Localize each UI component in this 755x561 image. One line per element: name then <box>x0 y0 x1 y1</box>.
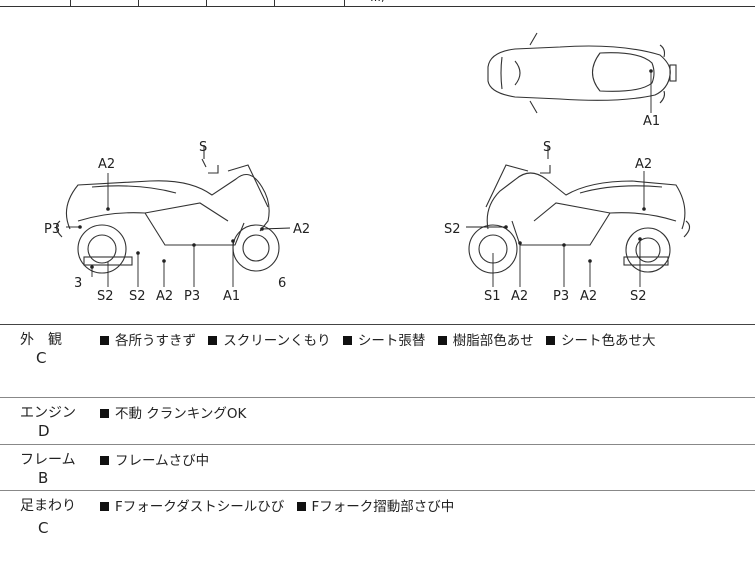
label-left-s2-b: S2 <box>129 289 146 304</box>
bullet-square-icon <box>100 456 109 465</box>
item-entry: フレームさび中 <box>100 453 209 469</box>
bullet-square-icon <box>342 336 352 345</box>
row-category: 外 観 <box>20 332 62 348</box>
row-category: フレーム <box>20 452 76 468</box>
label-left-6: 6 <box>278 276 286 291</box>
label-right-s2-bottom: S2 <box>630 289 647 304</box>
label-top-a1: A1 <box>643 114 660 129</box>
row-grade: C <box>38 519 49 537</box>
strip-divider <box>206 0 207 6</box>
row-category: 足まわり <box>20 498 76 514</box>
row-suspension: 足まわり C Fフォークダストシールひび Fフォーク摺動部さび中 <box>0 491 755 560</box>
label-right-s: S <box>543 140 551 155</box>
row-items: フレームさび中 <box>100 449 217 469</box>
label-left-p3: P3 <box>44 222 60 237</box>
bullet-square-icon <box>208 336 218 345</box>
item-entry: 各所うすきず <box>100 333 196 349</box>
label-right-a2-top: A2 <box>635 157 652 172</box>
bullet-square-icon <box>100 336 109 345</box>
top-fragment: …, <box>370 0 385 4</box>
row-engine: エンジン D 不動 クランキングOK <box>0 398 755 445</box>
label-right-s2-side: S2 <box>444 222 461 237</box>
item-entry: Fフォーク摺動部さび中 <box>296 499 454 515</box>
label-left-p3-bottom: P3 <box>184 289 200 304</box>
scooter-top-view <box>487 32 677 114</box>
label-left-s: S <box>199 140 207 155</box>
item-entry: シート色あせ大 <box>546 333 656 349</box>
strip-divider <box>274 0 275 6</box>
bullet-square-icon <box>437 336 447 345</box>
row-exterior: 外 観 C 各所うすきず スクリーンくもり シート張替 樹脂部色あせ シート色あ… <box>0 325 755 398</box>
label-right-a2-b: A2 <box>580 289 597 304</box>
row-items: Fフォークダストシールひび Fフォーク摺動部さび中 <box>100 495 462 515</box>
bullet-square-icon <box>546 336 556 345</box>
label-left-a2-side: A2 <box>293 222 310 237</box>
label-right-s1: S1 <box>484 289 501 304</box>
leader-lines <box>66 71 652 287</box>
row-items: 不動 クランキングOK <box>100 402 254 422</box>
scooter-diagram-svg: A1 S A2 P3 A2 3 S2 S2 A2 P3 A1 6 S A2 S2… <box>44 32 691 304</box>
scooter-right-view <box>468 145 691 274</box>
bullet-square-icon <box>100 409 109 418</box>
damage-dots <box>78 69 653 269</box>
item-entry: Fフォークダストシールひび <box>100 499 284 515</box>
label-left-a1: A1 <box>223 289 240 304</box>
bullet-square-icon <box>296 502 306 511</box>
strip-divider <box>138 0 139 6</box>
row-grade: B <box>38 469 49 487</box>
scooter-left-view <box>55 145 280 274</box>
item-entry: シート張替 <box>342 333 425 349</box>
label-right-p3: P3 <box>553 289 569 304</box>
label-left-s2-a: S2 <box>97 289 114 304</box>
damage-diagram: A1 S A2 P3 A2 3 S2 S2 A2 P3 A1 6 S A2 S2… <box>0 7 755 325</box>
label-left-a2-top: A2 <box>98 157 115 172</box>
row-frame: フレーム B フレームさび中 <box>0 445 755 491</box>
row-category: エンジン <box>20 405 76 421</box>
label-left-a2-bottom: A2 <box>156 289 173 304</box>
strip-divider <box>70 0 71 6</box>
bullet-square-icon <box>100 502 109 511</box>
label-right-a2-a: A2 <box>511 289 528 304</box>
item-entry: 樹脂部色あせ <box>437 333 534 349</box>
row-grade: C <box>36 349 47 367</box>
row-items: 各所うすきず スクリーンくもり シート張替 樹脂部色あせ シート色あせ大 <box>100 329 664 349</box>
label-left-3: 3 <box>74 276 82 291</box>
row-grade: D <box>38 422 50 440</box>
item-entry: スクリーンくもり <box>208 333 331 349</box>
item-entry: 不動 クランキングOK <box>100 406 246 422</box>
strip-divider <box>344 0 345 6</box>
top-table-strip: …, <box>0 0 755 7</box>
